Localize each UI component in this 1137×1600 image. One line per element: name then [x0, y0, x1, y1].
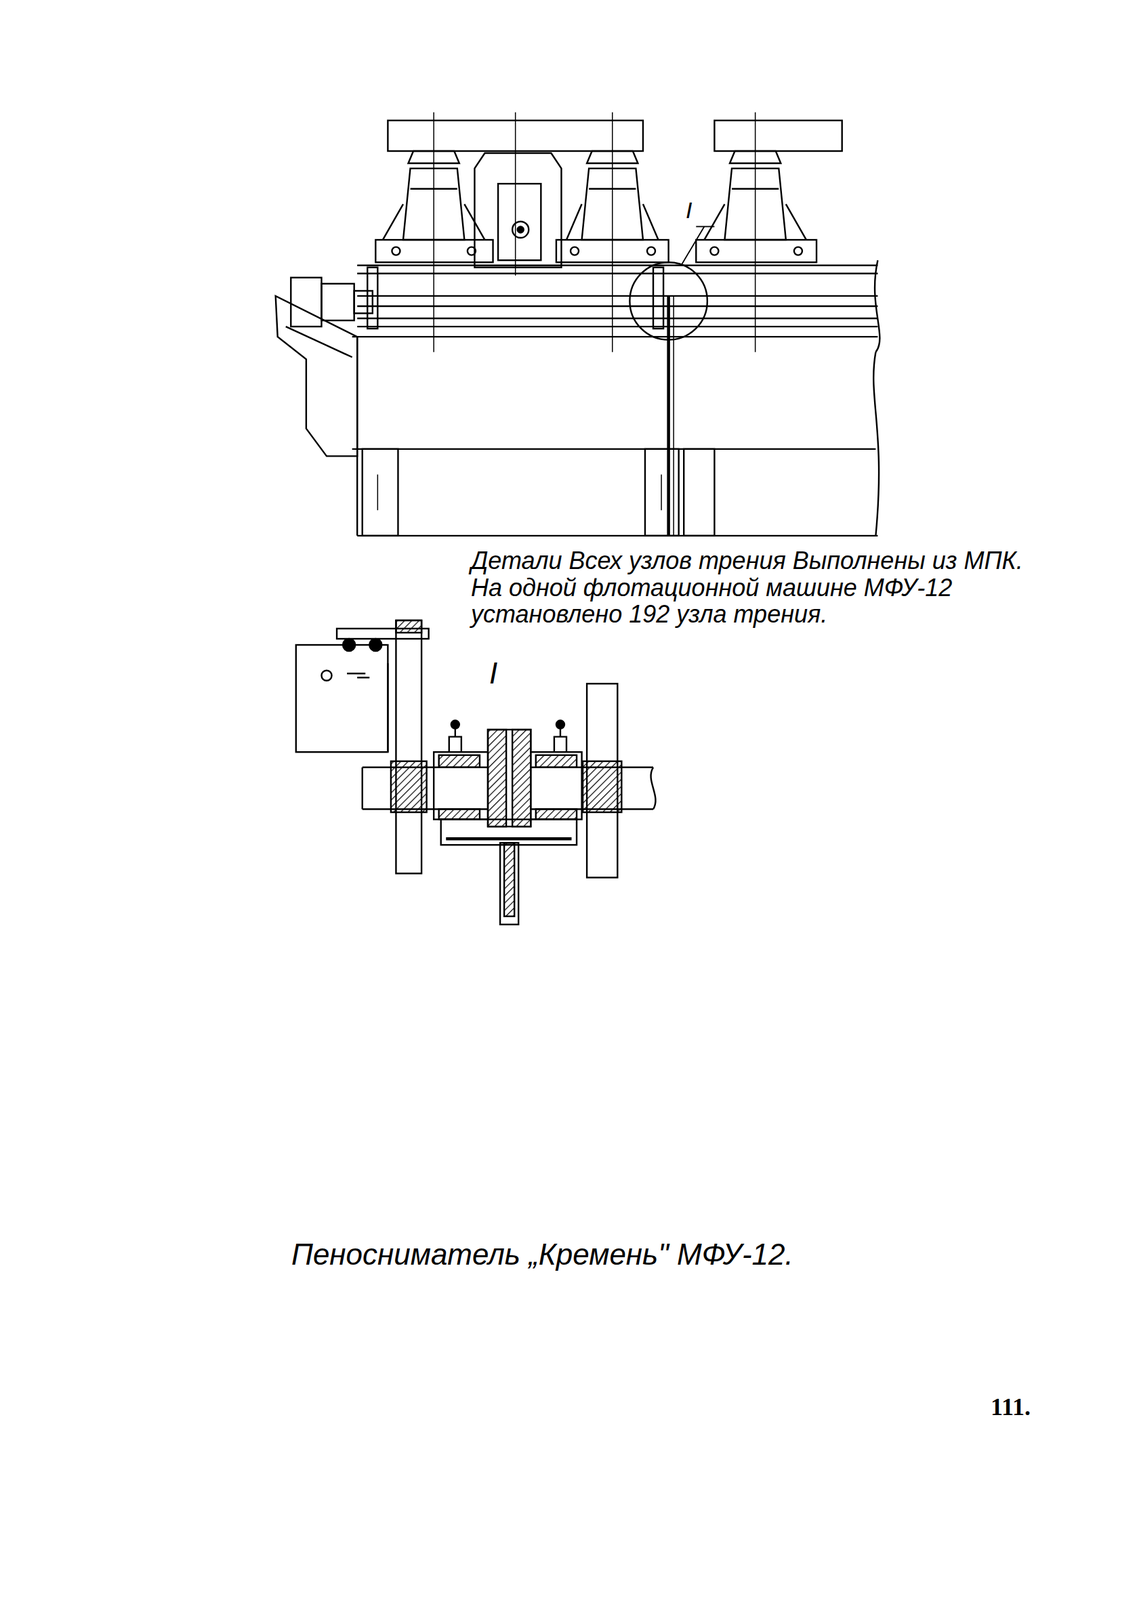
note-text: Детали Всех узлов трения Выполнены из МП…	[470, 547, 1041, 629]
caption-text: Пеносниматель „Кремень" МФУ-12.	[291, 1238, 969, 1272]
detail-label: I	[489, 657, 498, 690]
page-number: 111.	[990, 1394, 1031, 1422]
callout-number: I	[685, 197, 692, 223]
